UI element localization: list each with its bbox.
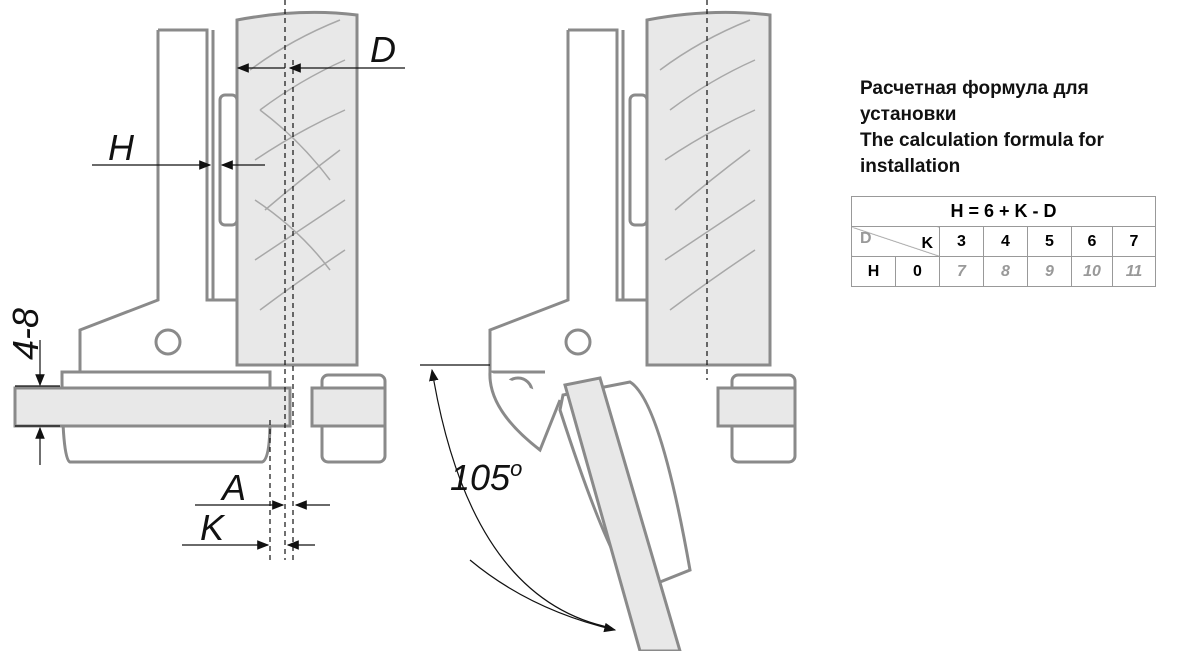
hinge-pivot [154,328,182,356]
label-h: H [108,127,135,168]
formula-table: H = 6 + K - D D K 3 4 5 6 7 H 0 7 8 9 10… [851,196,1156,287]
title-line-ru-1: Расчетная формула для [860,78,1089,99]
label-range: 4-8 [5,308,46,360]
corner-k: K [921,235,933,252]
h-value: 10 [1071,256,1113,287]
side-panel-section [13,386,292,428]
closed-hinge-view [13,10,387,464]
h-value: 9 [1027,256,1072,287]
label-angle: 105o [450,456,522,498]
k-value: 6 [1071,226,1113,257]
label-a: A [220,467,246,508]
k-value: 5 [1027,226,1072,257]
formula-title: Расчетная формула для установки The calc… [860,76,1160,180]
hinge-cup [218,93,239,227]
title-line-ru-2: установки [860,104,957,125]
label-k: K [200,507,226,548]
h-value: 7 [939,256,984,287]
k-value: 3 [939,226,984,257]
h-value: 11 [1112,256,1156,287]
k-value: 7 [1112,226,1156,257]
h-value: 8 [983,256,1028,287]
glass-door [235,10,359,367]
title-line-en-2: installation [860,156,961,177]
formula-cell: H = 6 + K - D [851,196,1156,227]
d-value: 0 [895,256,940,287]
k-value: 4 [983,226,1028,257]
row-label-h: H [851,256,896,287]
title-line-en-1: The calculation formula for [860,130,1104,151]
label-d: D [370,29,396,70]
corner-cell: D K [851,226,940,257]
corner-d: D [860,230,872,247]
open-hinge-view [488,10,797,651]
hinge-diagram: D H 4-8 A K 105o [5,0,797,651]
